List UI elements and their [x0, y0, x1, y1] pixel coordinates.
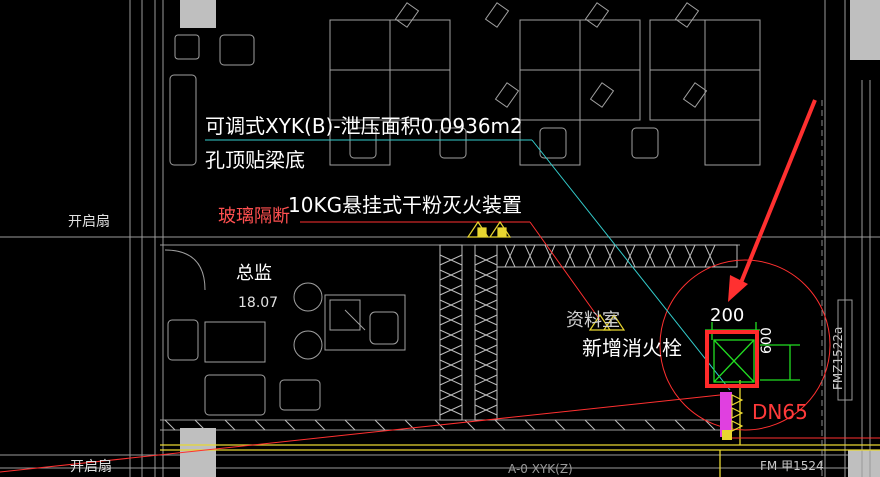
- extinguisher-label: 10KG悬挂式干粉灭火装置: [288, 193, 523, 217]
- vent-line2: 孔顶贴梁底: [205, 148, 305, 172]
- highlight-box: [705, 330, 759, 388]
- extinguisher-symbols: [466, 220, 744, 432]
- archive-walls: [439, 244, 738, 421]
- dim-600: 600: [759, 327, 775, 354]
- open-fan-bottom: 开启扇: [70, 459, 112, 475]
- red-leaders: [0, 221, 880, 473]
- door-fm-label: FM 甲1524: [760, 459, 824, 473]
- vent-line1: 可调式XYK(B)-泄压面积0.0936m2: [205, 114, 523, 138]
- dn65-label: DN65: [752, 400, 808, 424]
- bottom-note: A-0 XYK(Z): [508, 462, 573, 476]
- director-furniture: [164, 249, 406, 416]
- glass-partition-label: 玻璃隔断: [218, 206, 290, 227]
- director-label: 总监: [236, 263, 272, 284]
- workstations: [169, 2, 761, 166]
- cyan-leader: [205, 139, 731, 391]
- director-area: 18.07: [238, 295, 279, 311]
- open-fan-top: 开启扇: [68, 214, 110, 230]
- red-arrow: [728, 99, 817, 302]
- pipe: [720, 392, 732, 440]
- right-wall: [824, 0, 871, 477]
- door-fmz-label: FMZ1522a: [831, 326, 845, 390]
- dim-200: 200: [710, 305, 745, 326]
- revision-circle: [659, 259, 831, 431]
- bottom-wall: [164, 419, 716, 431]
- archive-room-label: 资料室: [566, 310, 620, 331]
- new-hydrant-label: 新增消火栓: [582, 336, 682, 360]
